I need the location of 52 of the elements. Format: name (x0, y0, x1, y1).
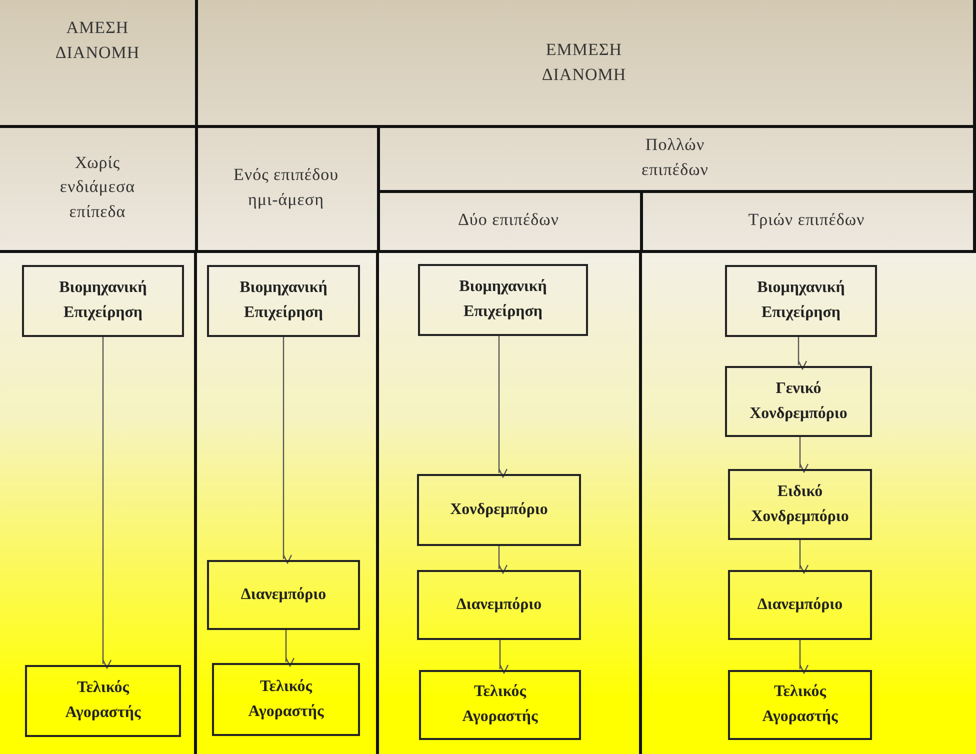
box-label: Διανεμπόριο (240, 584, 326, 605)
process-box (725, 265, 877, 337)
box-label: Γενικό Χονδρεμπόριο (748, 378, 848, 424)
header-cell (640, 190, 976, 253)
process-box (207, 265, 360, 337)
column-heading: Χωρίς ενδιάμεσα επίπεδα (58, 152, 136, 223)
process-box (728, 570, 872, 640)
header-cell (195, 0, 976, 128)
box-label: Βιομηχανική Επιχείρηση (756, 278, 846, 323)
column-heading: ΕΜΜΕΣΗ ΔΙΑΝΟΜΗ (540, 38, 628, 86)
arrow (282, 337, 292, 564)
box-label: Βιομηχανική Επιχείρηση (458, 277, 548, 322)
arrow (498, 336, 508, 478)
arrow (798, 337, 808, 370)
box-label: Βιομηχανική Επιχείρηση (58, 278, 148, 323)
column-heading: Δύο επιπέδων (458, 208, 559, 231)
header-cell (377, 125, 976, 193)
box-label: Χονδρεμπόριο (450, 500, 548, 520)
header-cell (377, 190, 643, 253)
box-label: Ειδικό Χονδρεμπόριο (750, 482, 850, 526)
box-label: Τελικός Αγοραστής (247, 676, 325, 722)
process-box (25, 665, 181, 737)
process-box (418, 264, 588, 336)
box-label: Τελικός Αγοραστής (64, 678, 142, 723)
process-box (419, 670, 581, 740)
arrow (499, 640, 509, 674)
arrow (498, 546, 508, 574)
process-box (417, 474, 581, 546)
column-heading: Ενός επιπέδου ημι-άμεση (232, 164, 340, 211)
column-heading: Πολλών επιπέδων (640, 134, 710, 180)
box-label: Διανεμπόριο (757, 594, 843, 615)
process-box (417, 570, 581, 640)
process-box (725, 366, 872, 437)
process-box (728, 469, 872, 540)
box-label: Διανεμπόριο (456, 594, 542, 615)
box-label: Τελικός Αγοραστής (461, 682, 539, 727)
column-heading: Τριών επιπέδων (748, 208, 865, 231)
arrow (102, 337, 112, 669)
arrow (285, 630, 295, 667)
box-label: Βιομηχανική Επιχείρηση (238, 278, 328, 323)
process-box (207, 560, 360, 630)
arrow (799, 540, 809, 574)
box-label: Τελικός Αγοραστής (761, 682, 839, 727)
column-heading: ΑΜΕΣΗ ΔΙΑΝΟΜΗ (54, 17, 141, 64)
process-box (728, 670, 872, 740)
arrow (799, 640, 809, 674)
arrow (799, 437, 809, 473)
process-box (212, 663, 360, 736)
header-cell (195, 125, 380, 253)
header-cell (0, 125, 198, 253)
process-box (22, 265, 184, 337)
header-cell (0, 0, 198, 128)
